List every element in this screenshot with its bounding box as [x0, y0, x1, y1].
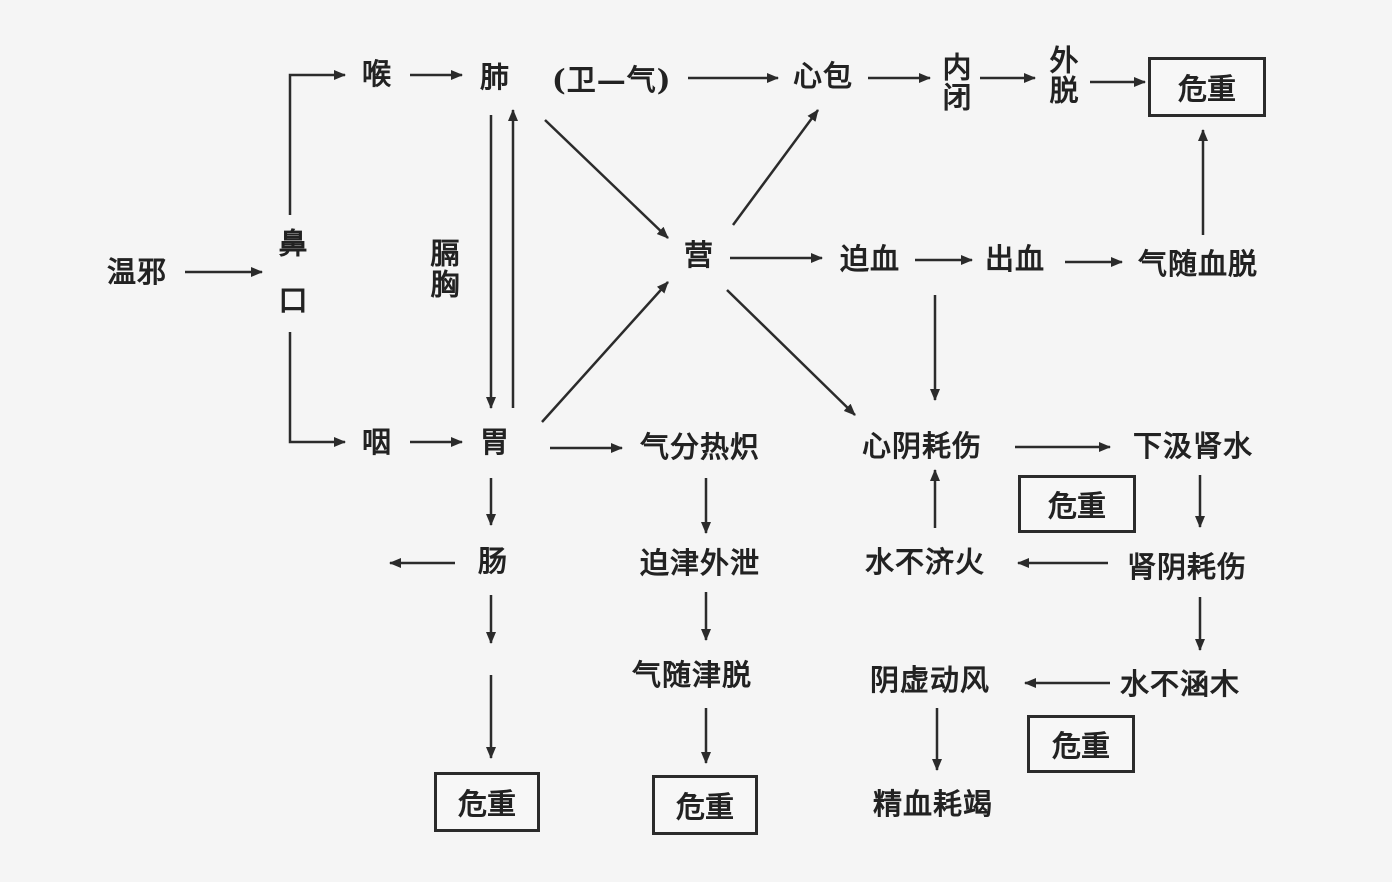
node-xiajishenshui: 下汲肾水 — [1133, 429, 1254, 463]
node-yinxudongfeng: 阴虚动风 — [870, 663, 991, 697]
node-chang: 肠 — [478, 544, 509, 578]
arrow-ying-xinbao — [731, 109, 820, 226]
node-qifenrechi: 气分热炽 — [640, 430, 761, 464]
node-poxue: 迫血 — [840, 242, 901, 276]
node-waituo: 外脱 — [1045, 45, 1079, 105]
node-fei: 肺 — [480, 60, 511, 94]
node-xinyinhaoshang: 心阴耗伤 — [862, 429, 983, 463]
critical-box-right-lower: 危重 — [1027, 715, 1135, 773]
node-shuibujihuo: 水不济火 — [865, 545, 986, 579]
arrow-bikou-yan — [288, 332, 346, 447]
arrow-bikou-hou — [288, 70, 346, 215]
node-ying: 营 — [684, 238, 715, 272]
node-qisuijintuo: 气随津脱 — [632, 658, 753, 692]
node-bikou: 鼻口 — [274, 228, 308, 342]
node-jingxuehaojie: 精血耗竭 — [873, 787, 994, 821]
node-wei: 胃 — [480, 425, 511, 459]
critical-box-top: 危重 — [1148, 57, 1266, 117]
node-shenyinhaoshang: 肾阴耗伤 — [1127, 550, 1248, 584]
node-chuxue: 出血 — [985, 242, 1046, 276]
node-hou: 喉 — [362, 57, 393, 91]
critical-box-jin: 危重 — [652, 775, 758, 835]
node-xinbao: 心包 — [793, 59, 854, 93]
node-wenxie: 温邪 — [107, 255, 168, 289]
node-weiqi: (卫—气) — [552, 63, 672, 97]
arrow-wei-ying — [541, 281, 669, 423]
arrow-fei-ying — [544, 119, 669, 239]
node-pojinwaixie: 迫津外泄 — [640, 546, 761, 580]
critical-box-chang: 危重 — [434, 772, 540, 832]
node-shuibuhanmu: 水不涵木 — [1120, 667, 1241, 701]
arrow-ying-xinyin — [726, 289, 856, 416]
critical-box-middle: 危重 — [1018, 475, 1136, 533]
node-neibi: 内闭 — [938, 52, 972, 112]
node-gexiong: 膈胸 — [426, 238, 460, 300]
node-qisuixuetuo: 气随血脱 — [1138, 247, 1259, 281]
node-yan: 咽 — [362, 425, 393, 459]
